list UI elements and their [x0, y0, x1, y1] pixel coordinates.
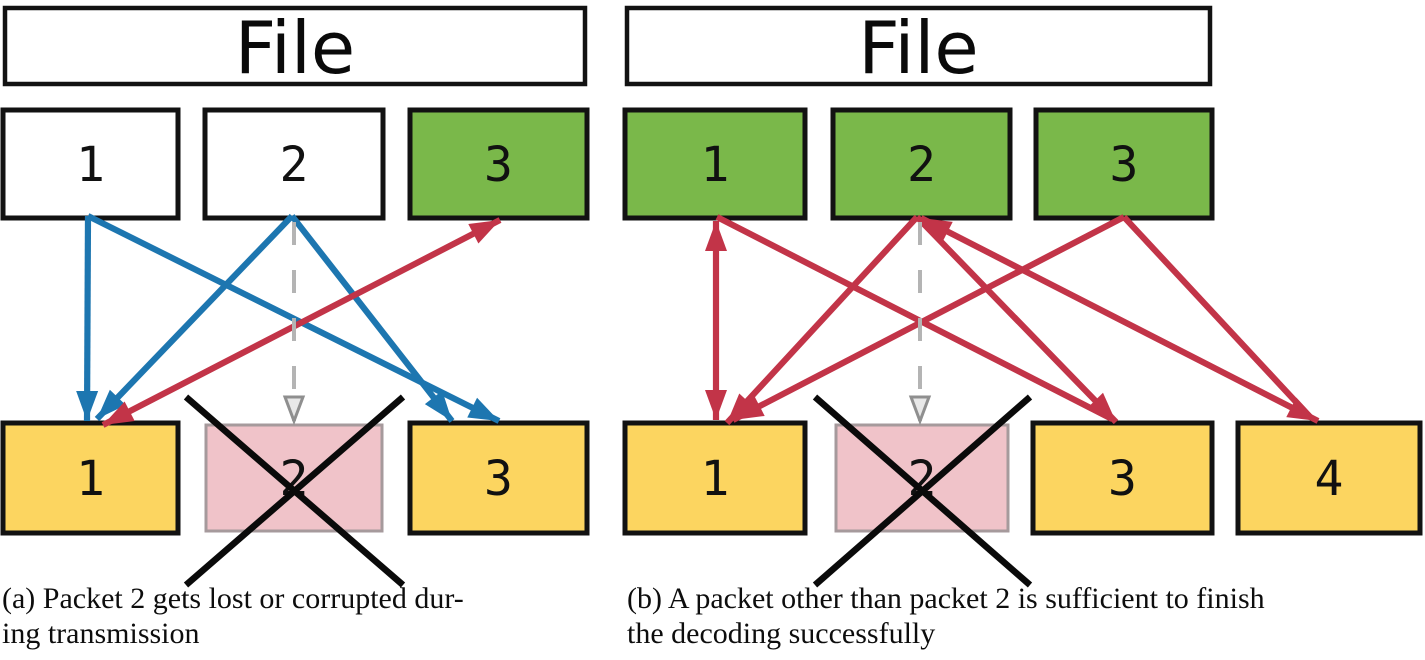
- figure-b-packet-1: [622, 420, 808, 536]
- figure-b-packet-label-1: 1: [701, 451, 730, 507]
- figure-a-arrowhead-block2-packet2-lost: [282, 395, 306, 426]
- figure-a-block-label-2: 2: [280, 137, 309, 193]
- figure-a-cross-out-line: [183, 394, 406, 588]
- figure-b-block-2: [830, 107, 1013, 221]
- figure-b-file-box: [624, 5, 1213, 87]
- figure-b-arrow-block2-packet3: [914, 214, 1119, 425]
- figure-b-arrow-block2-packet4-bidirectional: [919, 215, 1320, 424]
- figure-b-file-box-label: File: [858, 6, 978, 90]
- figure-b-arrowhead-block1-packet1-bidirectional: [705, 221, 727, 251]
- figure-b-arrowhead-block1-packet1-bidirectional: [705, 390, 727, 420]
- figure-a-block-label-1: 1: [76, 137, 105, 193]
- figure-a-arrowhead-block2-packet1: [97, 389, 126, 419]
- figure-b-arrowhead-block2-packet1: [727, 393, 756, 423]
- figure-b-block-1: [622, 107, 808, 221]
- figure-b-packet-4: [1235, 420, 1423, 536]
- figure-a-packet-label-1: 1: [76, 451, 105, 507]
- figure-a-arrow-block1-packet1: [83, 215, 92, 422]
- figure-b-arrow-block3-packet1: [731, 214, 1126, 423]
- figure-b-block-3: [1033, 107, 1215, 221]
- figure-a-block-label-3: 3: [484, 137, 513, 193]
- figure-b-arrowhead-block2-packet4-bidirectional: [921, 218, 953, 242]
- figure-a-arrow-block2-packet1: [94, 213, 295, 422]
- figure-b-arrowhead-block2-packet3: [1087, 392, 1116, 422]
- figure-a-arrowhead-packet1-block3-bidirectional: [468, 220, 500, 244]
- caption-b-line2: the decoding successfully: [627, 617, 936, 650]
- figure-a-file-box: [2, 5, 588, 87]
- figure-b-packet-3: [1030, 420, 1215, 536]
- figure-a-packet-1: [0, 420, 181, 536]
- caption-b-line1: (b) A packet other than packet 2 is suff…: [627, 582, 1265, 615]
- figure-b-block-label-2: 2: [907, 137, 936, 193]
- figure-a-arrowhead-block1-packet3: [467, 397, 499, 421]
- figure-a-packet-label-3: 3: [484, 451, 513, 507]
- figure-b-arrow-block3-packet4: [1121, 214, 1313, 420]
- figure-b-arrow-block2-packet1: [724, 214, 920, 426]
- figure-b-packet-label-4: 4: [1315, 451, 1344, 507]
- figure-a-arrowhead-packet1-block3-bidirectional: [103, 401, 135, 425]
- figure-a-arrow-block2-packet3: [289, 214, 455, 423]
- figure-a-arrowhead-block2-packet3: [424, 390, 452, 421]
- caption-a-line1: (a) Packet 2 gets lost or corrupted dur-: [2, 582, 464, 615]
- figure-b-arrowhead-block2-packet2-lost: [908, 395, 932, 426]
- figure-b-packet-label-3: 3: [1108, 451, 1137, 507]
- caption-figure-b: (b) A packet other than packet 2 is suff…: [627, 581, 1425, 651]
- figure-a-file-box-label: File: [235, 6, 355, 90]
- caption-figure-a: (a) Packet 2 gets lost or corrupted dur-…: [2, 581, 620, 651]
- caption-a-line2: ing transmission: [2, 617, 200, 650]
- figure-a-block-3: [407, 107, 590, 221]
- figure-b-cross-out-line: [812, 394, 1033, 588]
- figure-a-arrowhead-block1-packet1: [76, 390, 99, 421]
- figure-b-block-label-1: 1: [701, 137, 730, 193]
- figure-b-block-label-3: 3: [1110, 137, 1139, 193]
- figure-b-arrowhead-block3-packet1: [733, 396, 765, 420]
- figure-b-arrow-block1-packet3: [715, 214, 1114, 422]
- figure-a-arrow-packet1-block3-bidirectional: [101, 217, 502, 428]
- figure-a-packet-3: [407, 420, 590, 536]
